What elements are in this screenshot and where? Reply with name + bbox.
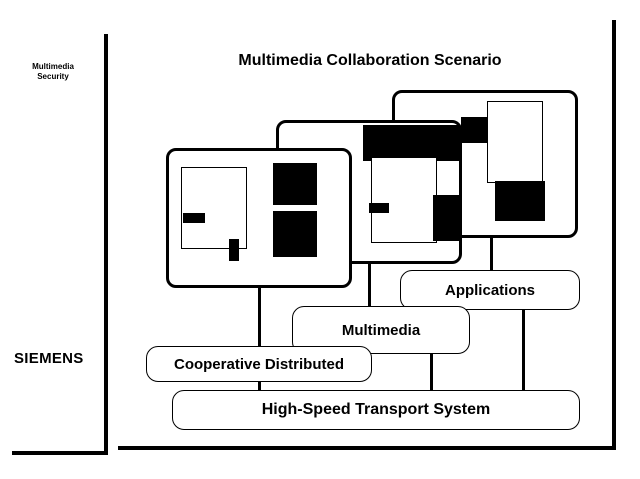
workstation-screen-1 xyxy=(166,148,352,288)
connector-line xyxy=(258,282,261,392)
layer-applications-label: Applications xyxy=(444,281,535,299)
connector-line xyxy=(430,350,433,392)
document-thumbnail xyxy=(181,167,247,249)
connector-line xyxy=(522,308,525,392)
sidebar-label-line2: Security xyxy=(37,72,69,81)
layer-transport-system: High-Speed Transport System xyxy=(172,390,580,430)
video-image xyxy=(461,117,487,143)
person-figure xyxy=(229,239,239,261)
layer-cooperative-label: Cooperative Distributed xyxy=(173,355,345,373)
brand-logo: SIEMENS xyxy=(14,350,84,367)
video-image xyxy=(433,195,459,241)
sidebar-label-line1: Multimedia xyxy=(32,62,74,71)
video-image xyxy=(273,163,317,205)
sidebar-divider-vertical xyxy=(104,34,108,455)
layer-applications: Applications xyxy=(400,270,580,310)
video-image xyxy=(363,125,459,161)
video-image xyxy=(273,211,317,257)
panel-border-right xyxy=(612,20,616,450)
document-thumbnail xyxy=(371,157,437,243)
panel-border-bottom xyxy=(118,446,616,450)
arrow-icon xyxy=(183,213,205,223)
sidebar-divider-horizontal xyxy=(12,451,108,455)
layer-cooperative-distributed: Cooperative Distributed xyxy=(146,346,372,382)
connector-line xyxy=(368,262,371,308)
slide-title: Multimedia Collaboration Scenario xyxy=(238,52,502,69)
layer-multimedia-label: Multimedia xyxy=(341,321,421,339)
arrow-icon xyxy=(369,203,389,213)
document-thumbnail xyxy=(487,101,543,183)
sidebar-label: Multimedia Security xyxy=(18,62,88,82)
video-image xyxy=(495,181,545,221)
connector-line xyxy=(490,232,493,272)
layer-transport-label: High-Speed Transport System xyxy=(261,401,491,418)
